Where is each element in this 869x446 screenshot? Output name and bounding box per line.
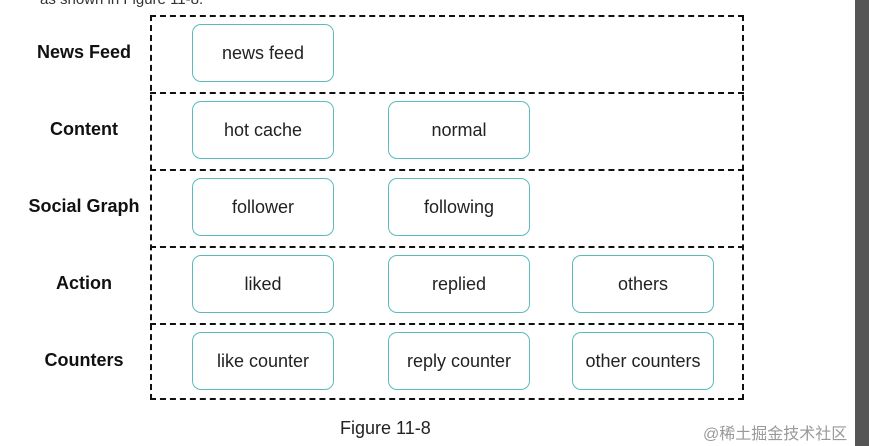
row-label: Counters [44,350,124,370]
node-box: replied [388,255,530,313]
scrollbar-edge [855,0,869,446]
node-box: other counters [572,332,714,390]
row-label: Content [50,119,118,139]
node-box: others [572,255,714,313]
node-box: following [388,178,530,236]
node-box: hot cache [192,101,334,159]
node-box: like counter [192,332,334,390]
row-divider [150,92,744,94]
node-box: news feed [192,24,334,82]
node-box: reply counter [388,332,530,390]
row-label: News Feed [36,42,132,62]
row-divider [150,323,744,325]
preceding-text: as shown in Figure 11-8. [40,0,203,8]
row-divider [150,169,744,171]
watermark: @稀土掘金技术社区 [703,426,848,443]
node-box: follower [192,178,334,236]
row-label: Social Graph [28,196,140,216]
row-label: Action [56,273,112,293]
layer-frame [150,15,744,400]
row-divider [150,246,744,248]
figure-caption: Figure 11-8 [340,418,431,438]
node-box: liked [192,255,334,313]
node-box: normal [388,101,530,159]
